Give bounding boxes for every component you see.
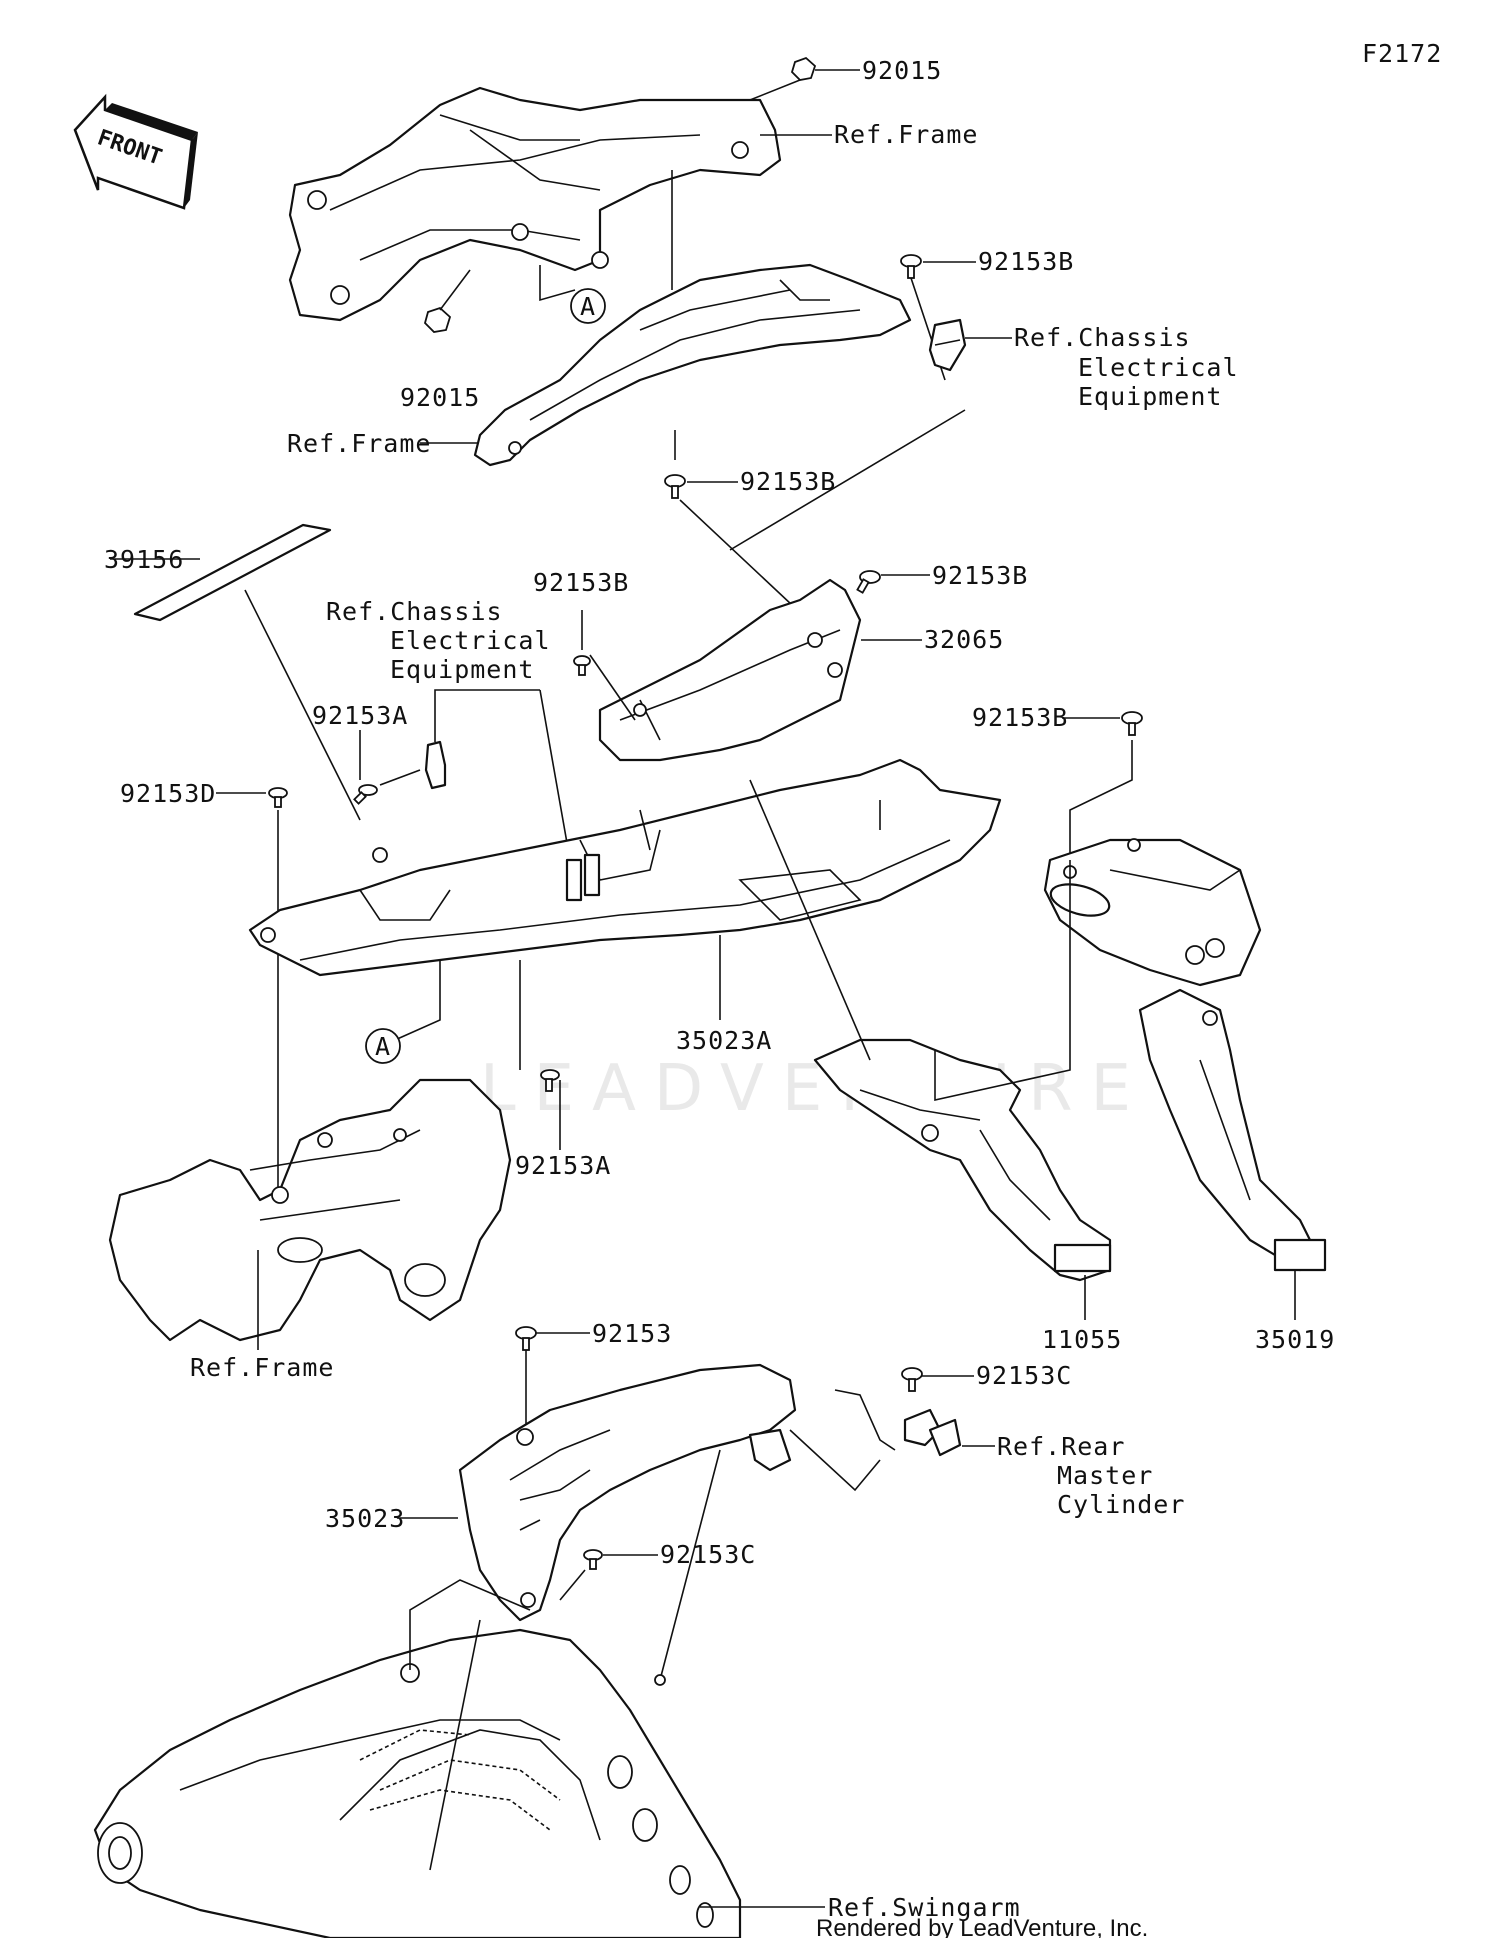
license-bracket-35019-drawing: [1043, 838, 1327, 1272]
label-92153: 92153: [592, 1319, 672, 1348]
nut-icon: [423, 306, 452, 333]
bolt-icon: [540, 1069, 560, 1092]
front-arrow-icon: FRONT: [73, 93, 198, 210]
bracket-11055-drawing: [813, 1038, 1112, 1282]
label-92153a-2: 92153A: [515, 1151, 611, 1180]
label-11055: 11055: [1042, 1325, 1122, 1354]
label-ref-frame-bottom: Ref.Frame: [190, 1353, 334, 1382]
clip-icon: [424, 740, 447, 790]
swingarm-drawing: [93, 1628, 742, 1938]
watermark: LEADVENTURE: [480, 1052, 1149, 1126]
label-ref-swingarm: Ref.Swingarm: [828, 1893, 1021, 1922]
label-92015-top: 92015: [862, 56, 942, 85]
label-35019: 35019: [1255, 1325, 1335, 1354]
credit-text: Rendered by LeadVenture, Inc.: [816, 1915, 1148, 1938]
label-ref-chassis-left-3: Equipment: [390, 655, 534, 684]
label-ref-rear-master-1: Ref.Rear: [997, 1432, 1125, 1461]
label-sheet-drawing: [133, 523, 332, 622]
callout-a-bottom: A: [375, 1032, 391, 1061]
undercover-35023a-drawing: [248, 758, 1002, 977]
callout-a-top: A: [580, 292, 596, 321]
diagram-code: F2172: [1362, 39, 1442, 68]
bolt-icon: [901, 1367, 923, 1392]
bolt-icon: [1121, 711, 1143, 736]
label-92153d: 92153D: [120, 779, 216, 808]
nut-icon: [790, 56, 817, 81]
label-35023: 35023: [325, 1504, 405, 1533]
bolt-icon: [268, 787, 288, 808]
label-ref-chassis-left-1: Ref.Chassis: [326, 597, 503, 626]
bracket-32065-drawing: [598, 578, 862, 762]
label-ref-chassis-left-2: Electrical: [390, 626, 551, 655]
label-ref-chassis-right-1: Ref.Chassis: [1014, 323, 1191, 352]
label-ref-frame-mid: Ref.Frame: [287, 429, 431, 458]
clip-icon: [928, 318, 967, 372]
label-ref-rear-master-2: Master: [1057, 1461, 1153, 1490]
label-32065: 32065: [924, 625, 1004, 654]
fender-35023-drawing: [458, 1363, 797, 1622]
bolt-icon: [583, 1549, 603, 1570]
frame-top-drawing: [288, 86, 782, 322]
master-cylinder-bracket-drawing: [834, 1389, 962, 1457]
label-39156: 39156: [104, 545, 184, 574]
label-92153a-1: 92153A: [312, 701, 408, 730]
label-ref-rear-master-3: Cylinder: [1057, 1490, 1185, 1519]
label-ref-frame-top: Ref.Frame: [834, 120, 978, 149]
label-ref-chassis-right-2: Electrical: [1078, 353, 1239, 382]
subframe-drawing: [473, 263, 912, 467]
bolt-icon: [664, 474, 686, 499]
label-92153b-1: 92153B: [978, 247, 1074, 276]
label-92153b-5: 92153B: [972, 703, 1068, 732]
label-92153c-1: 92153C: [976, 1361, 1072, 1390]
label-35023a: 35023A: [676, 1026, 772, 1055]
label-92153c-2: 92153C: [660, 1540, 756, 1569]
label-92153b-3: 92153B: [932, 561, 1028, 590]
label-92153b-2: 92153B: [740, 467, 836, 496]
bolt-icon: [900, 254, 922, 279]
bolt-icon: [353, 784, 378, 805]
bolt-icon: [515, 1326, 537, 1351]
label-92153b-4: 92153B: [533, 568, 629, 597]
callout-a-circle: [570, 288, 606, 324]
bolt-icon: [573, 655, 591, 676]
bolt-icon: [856, 570, 881, 594]
label-92015-left: 92015: [400, 383, 480, 412]
label-ref-chassis-right-3: Equipment: [1078, 382, 1222, 411]
callout-a-circle: [365, 1028, 401, 1064]
frame-bottom-drawing: [108, 1078, 512, 1342]
